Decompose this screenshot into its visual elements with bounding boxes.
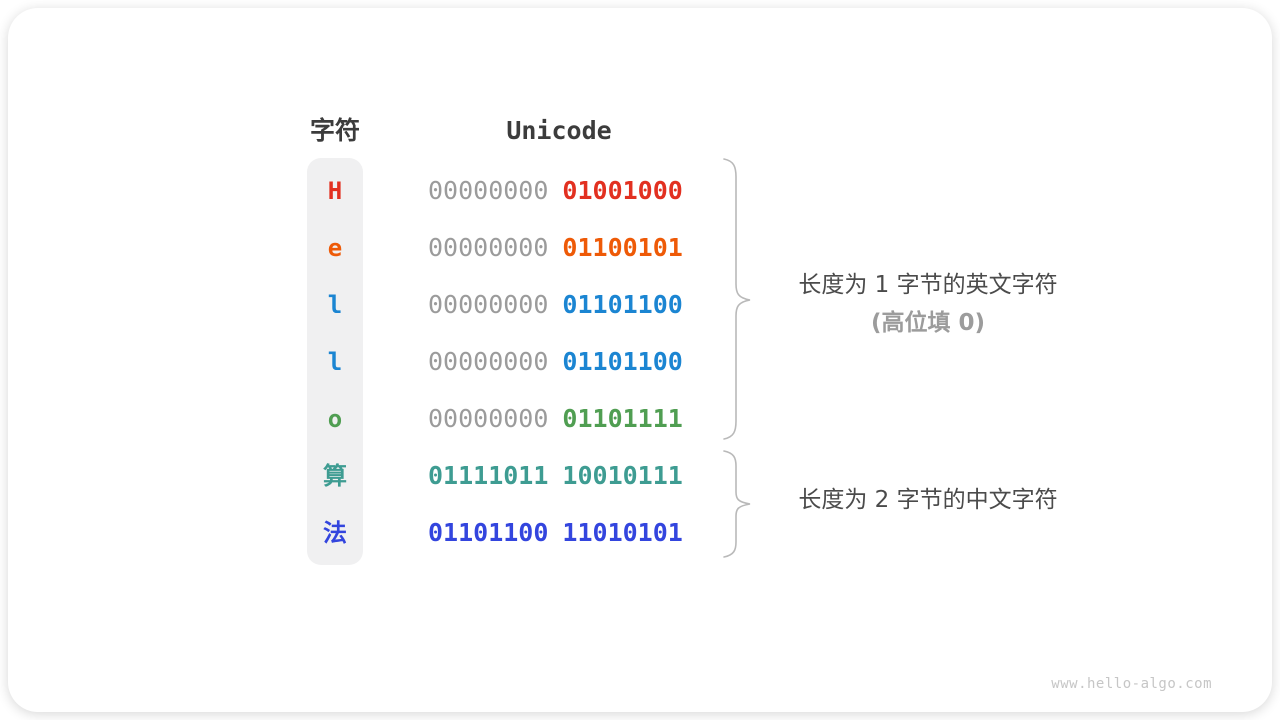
annotation-english-group: 长度为 1 字节的英文字符 (高位填 0) bbox=[752, 266, 1104, 342]
byte-low: 01101100 bbox=[562, 347, 683, 376]
table-row: H 00000000 01001000 bbox=[0, 174, 1280, 208]
table-row: l 00000000 01101100 bbox=[0, 288, 1280, 322]
char-column-header: 字符 bbox=[309, 116, 360, 145]
brace-english-group-icon bbox=[723, 158, 751, 440]
unicode-bits: 00000000 01101111 bbox=[428, 402, 683, 436]
byte-high: 00000000 bbox=[428, 176, 549, 205]
unicode-column-header: Unicode bbox=[506, 116, 612, 145]
character-column-background bbox=[307, 158, 363, 565]
table-row: e 00000000 01100101 bbox=[0, 231, 1280, 265]
annotation-chinese-group: 长度为 2 字节的中文字符 bbox=[798, 487, 1058, 513]
byte-high: 00000000 bbox=[428, 233, 549, 262]
unicode-bits: 01101100 11010101 bbox=[428, 516, 683, 550]
annotation-english-line1: 长度为 1 字节的英文字符 bbox=[798, 272, 1058, 298]
character-cell: l bbox=[327, 291, 343, 319]
character-cell: 法 bbox=[323, 519, 347, 547]
byte-low: 01101111 bbox=[562, 404, 683, 433]
table-row: o 00000000 01101111 bbox=[0, 402, 1280, 436]
table-row: 算 01111011 10010111 bbox=[0, 459, 1280, 493]
byte-high: 00000000 bbox=[428, 290, 549, 319]
byte-high: 00000000 bbox=[428, 347, 549, 376]
character-cell: H bbox=[327, 177, 343, 205]
unicode-bits: 00000000 01101100 bbox=[428, 345, 683, 379]
byte-low: 10010111 bbox=[562, 461, 683, 490]
byte-low: 11010101 bbox=[562, 518, 683, 547]
byte-high: 01101100 bbox=[428, 518, 549, 547]
character-cell: l bbox=[327, 348, 343, 376]
unicode-bits: 01111011 10010111 bbox=[428, 459, 683, 493]
character-cell: e bbox=[327, 234, 343, 262]
unicode-bits: 00000000 01001000 bbox=[428, 174, 683, 208]
byte-low: 01100101 bbox=[562, 233, 683, 262]
figure-card bbox=[8, 8, 1272, 712]
brace-chinese-group-icon bbox=[723, 450, 751, 558]
byte-low: 01001000 bbox=[562, 176, 683, 205]
character-cell: o bbox=[327, 405, 343, 433]
table-row: l 00000000 01101100 bbox=[0, 345, 1280, 379]
annotation-english-line2: (高位填 0) bbox=[870, 310, 986, 336]
byte-high: 00000000 bbox=[428, 404, 549, 433]
table-row: 法 01101100 11010101 bbox=[0, 516, 1280, 550]
unicode-bits: 00000000 01100101 bbox=[428, 231, 683, 265]
byte-high: 01111011 bbox=[428, 461, 549, 490]
byte-low: 01101100 bbox=[562, 290, 683, 319]
character-cell: 算 bbox=[323, 462, 347, 490]
watermark: www.hello-algo.com bbox=[1051, 676, 1212, 692]
unicode-bits: 00000000 01101100 bbox=[428, 288, 683, 322]
